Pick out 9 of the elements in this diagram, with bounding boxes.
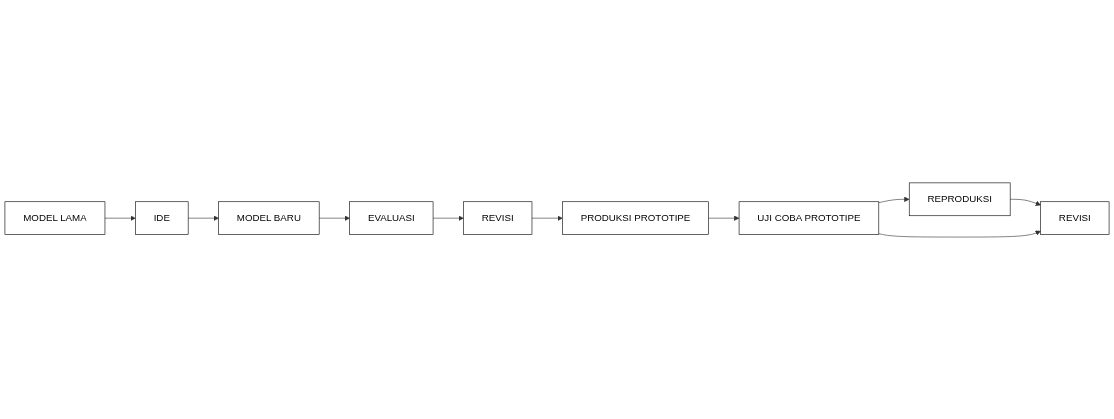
node-box: MODEL BARU [218,200,320,235]
node-box: PRODUKSI PROTOTIPE [562,200,709,235]
node-box: REVISI [463,200,533,235]
node-box: REPRODUKSI [908,182,1011,216]
node-box: IDE [135,200,189,235]
node-box: REVISI [1040,200,1110,235]
node-box: MODEL LAMA [4,200,106,235]
node-box: UJI COBA PROTOTIPE [738,200,880,235]
node-box: EVALUASI [349,200,434,235]
